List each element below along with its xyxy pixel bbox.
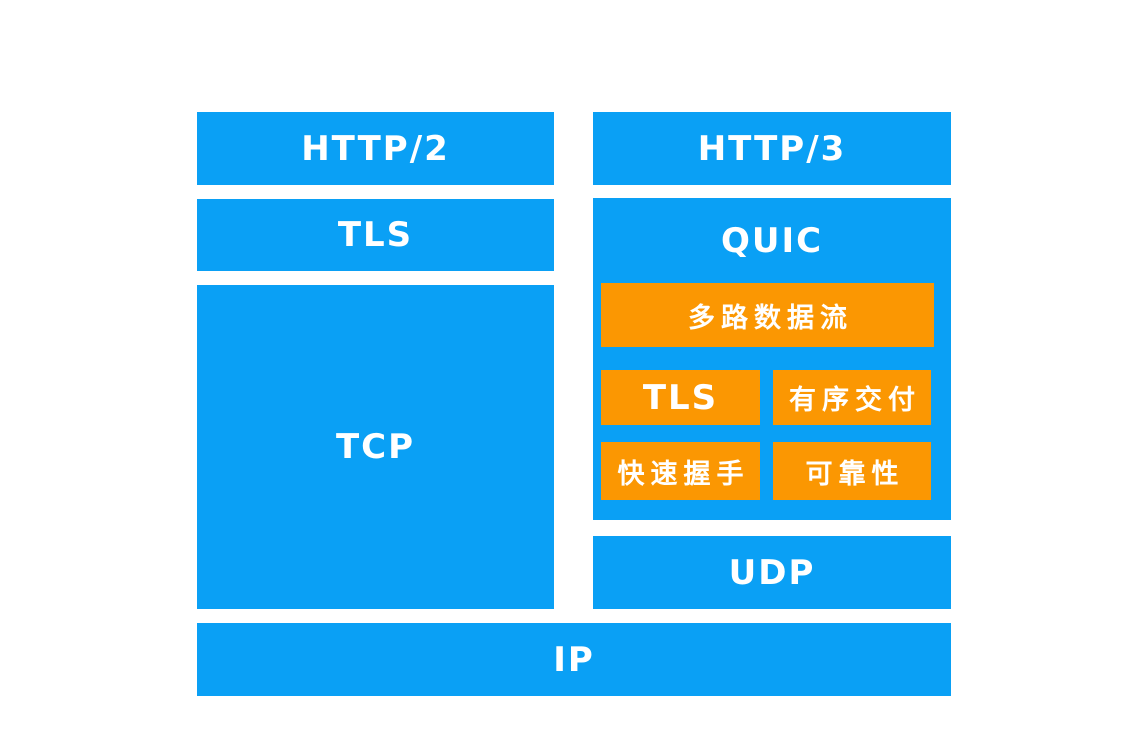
http2-layer-box: HTTP/2 — [197, 112, 554, 185]
ip-layer-box: IP — [197, 623, 951, 696]
tcp-layer-box: TCP — [197, 285, 554, 609]
http3-layer-box: HTTP/3 — [593, 112, 951, 185]
tls-label: TLS — [337, 215, 414, 255]
quic-feature-ordered-delivery-label: 有序交付 — [789, 385, 921, 416]
quic-feature-reliability-label: 可靠性 — [805, 458, 905, 490]
quic-feature-ordered-delivery: 有序交付 — [773, 370, 931, 425]
udp-label: UDP — [728, 552, 816, 593]
quic-feature-fast-handshake-label: 快速握手 — [617, 458, 750, 490]
quic-title-area: QUIC — [593, 198, 951, 283]
quic-label: QUIC — [720, 220, 824, 261]
quic-feature-tls: TLS — [601, 370, 760, 425]
quic-feature-reliability: 可靠性 — [773, 442, 931, 500]
quic-layer-box: QUIC 多路数据流 TLS 有序交付 快速握手 可靠性 — [593, 198, 951, 520]
http2-label: HTTP/2 — [301, 128, 450, 169]
ip-label: IP — [553, 639, 595, 680]
quic-feature-fast-handshake: 快速握手 — [601, 442, 760, 500]
quic-feature-multiplexing-label: 多路数据流 — [688, 302, 853, 334]
udp-layer-box: UDP — [593, 536, 951, 609]
tls-layer-box: TLS — [197, 199, 554, 271]
tcp-label: TCP — [335, 427, 416, 467]
quic-feature-tls-label: TLS — [642, 377, 719, 418]
http3-label: HTTP/3 — [697, 128, 847, 169]
quic-feature-multiplexing: 多路数据流 — [601, 283, 934, 347]
